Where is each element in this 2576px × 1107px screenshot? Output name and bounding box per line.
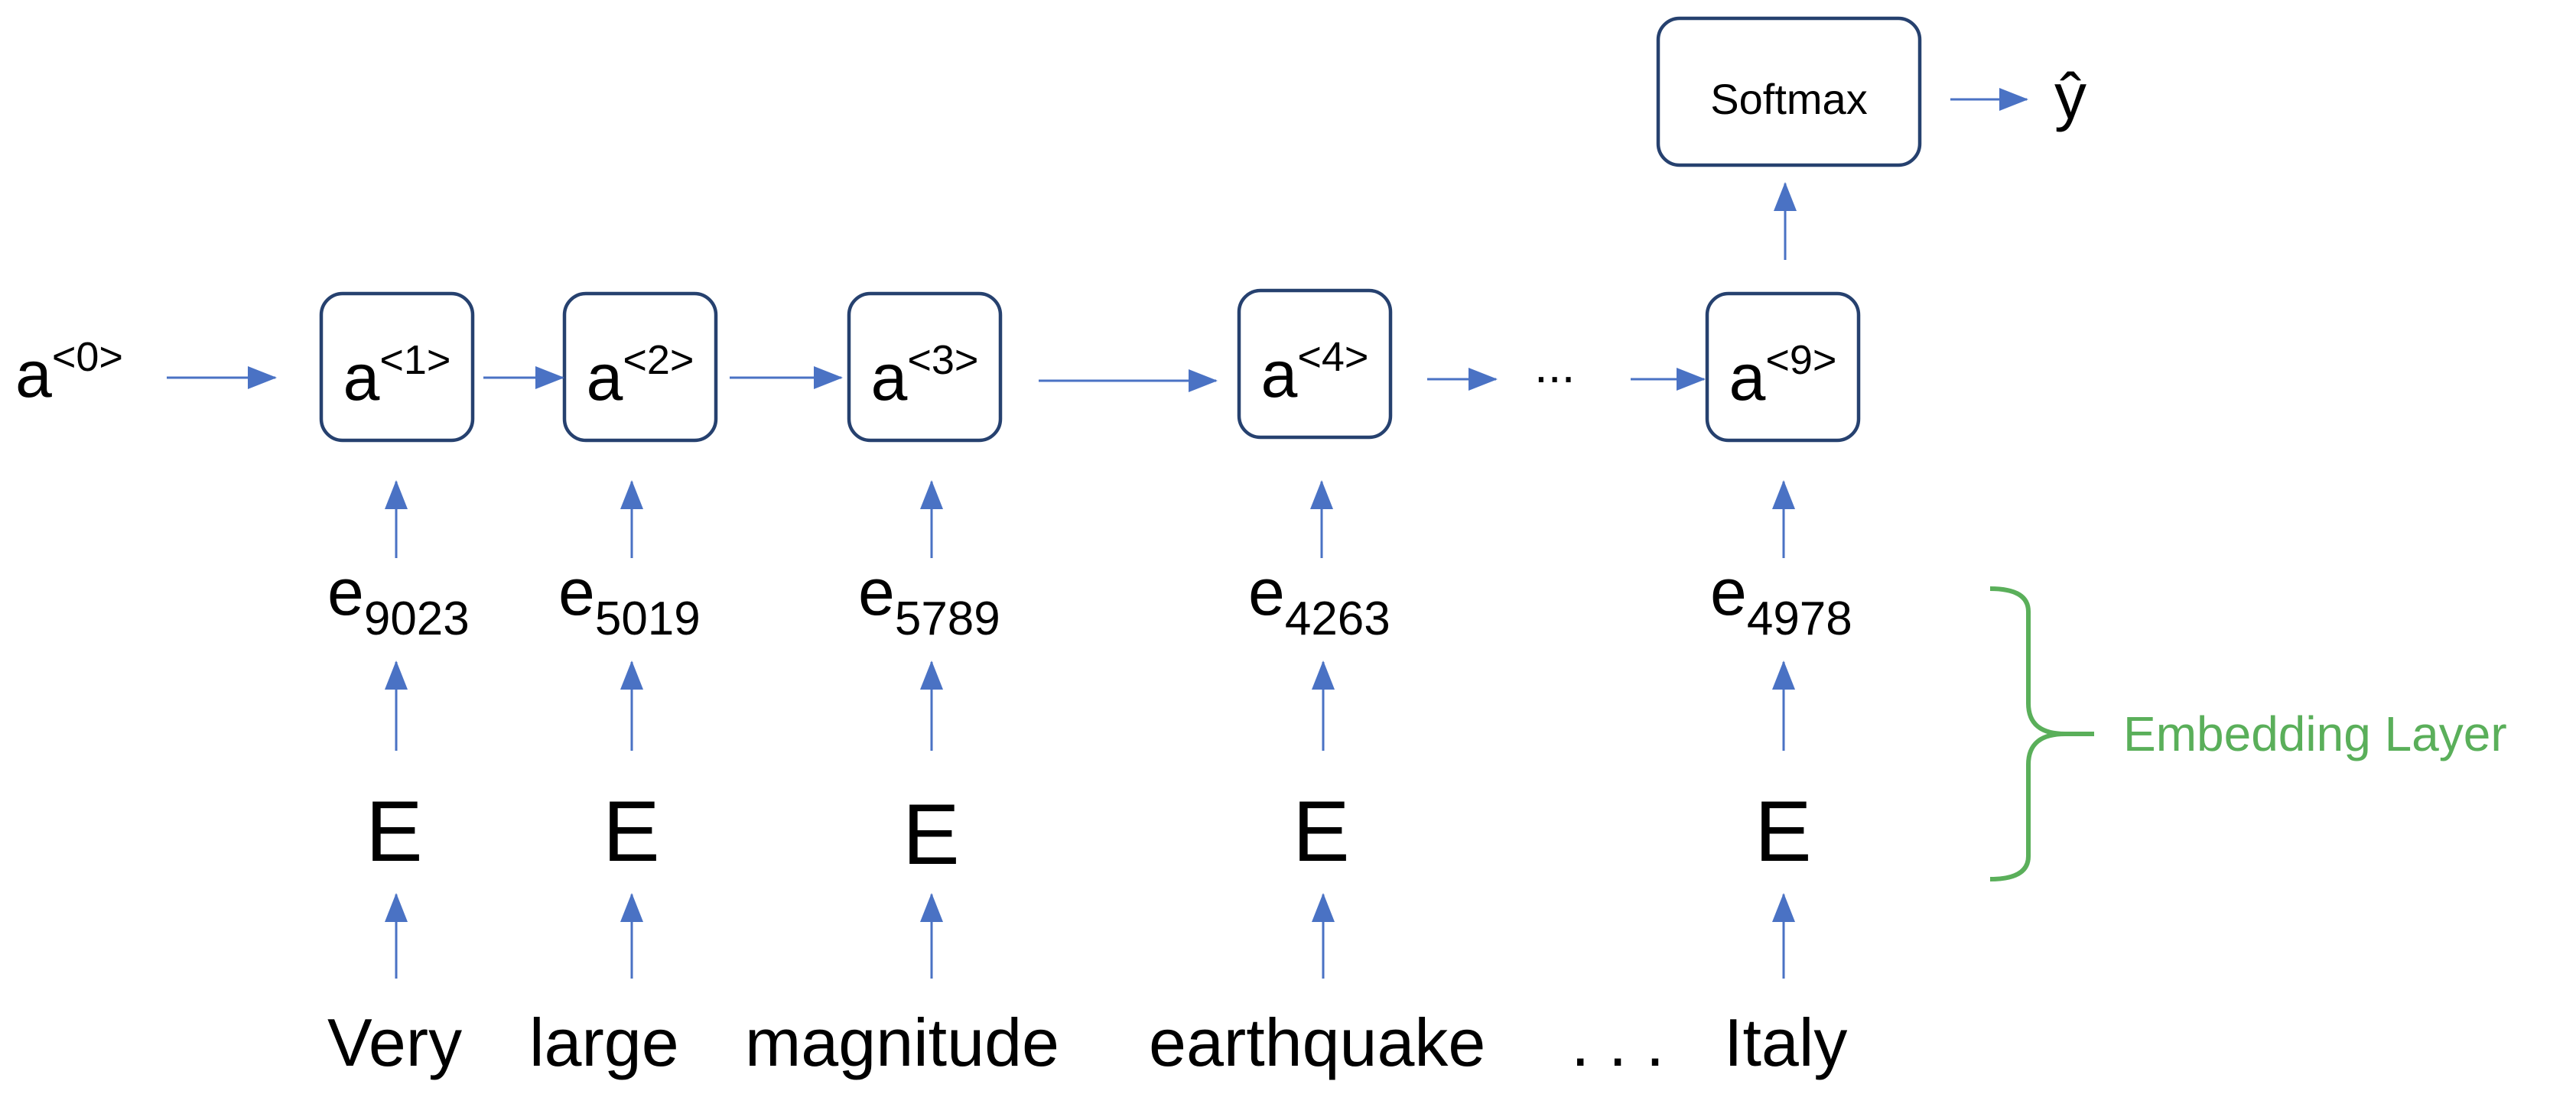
rnn-cell-4 [1237, 288, 1393, 440]
embedding-matrix-4: E [1293, 784, 1350, 879]
embedding-label-3: e5789 [858, 556, 1000, 645]
input-word-1: Very [327, 1005, 463, 1080]
embedding-matrix-2: E [603, 784, 660, 879]
embedding-layer-brace [1989, 586, 2094, 881]
rnn-cell-2 [562, 291, 718, 443]
initial-activation-label: a<0> [15, 334, 123, 411]
embedding-label-4: e4263 [1248, 556, 1390, 645]
rnn-cell-3 [847, 291, 1003, 443]
embedding-label-9: e4978 [1710, 556, 1852, 645]
input-word-2: large [529, 1005, 679, 1080]
input-word-5: Italy [1724, 1005, 1848, 1080]
activation-label-3: a<3> [870, 337, 979, 414]
input-word-4: earthquake [1149, 1005, 1486, 1080]
activation-ellipsis: ... [1534, 338, 1576, 393]
embedding-label-1: e9023 [327, 556, 470, 645]
activation-label-2: a<2> [586, 337, 694, 414]
embedding-label-2: e5019 [558, 556, 701, 645]
softmax-box [1656, 16, 1922, 167]
activation-label-9: a<9> [1729, 337, 1837, 414]
input-word-3: magnitude [745, 1005, 1059, 1080]
activation-label-1: a<1> [343, 337, 451, 414]
embedding-matrix-1: E [366, 784, 423, 879]
rnn-cell-1 [319, 291, 475, 443]
embedding-matrix-3: E [903, 787, 960, 882]
activation-label-4: a<4> [1260, 334, 1369, 411]
rnn-cell-9 [1705, 291, 1861, 443]
embedding-matrix-9: E [1755, 784, 1812, 879]
words-ellipsis: . . . [1571, 1005, 1665, 1080]
y-hat-label: ŷ [2054, 60, 2086, 132]
softmax-label: Softmax [1710, 75, 1868, 123]
embedding-layer-label: Embedding Layer [2123, 706, 2507, 761]
